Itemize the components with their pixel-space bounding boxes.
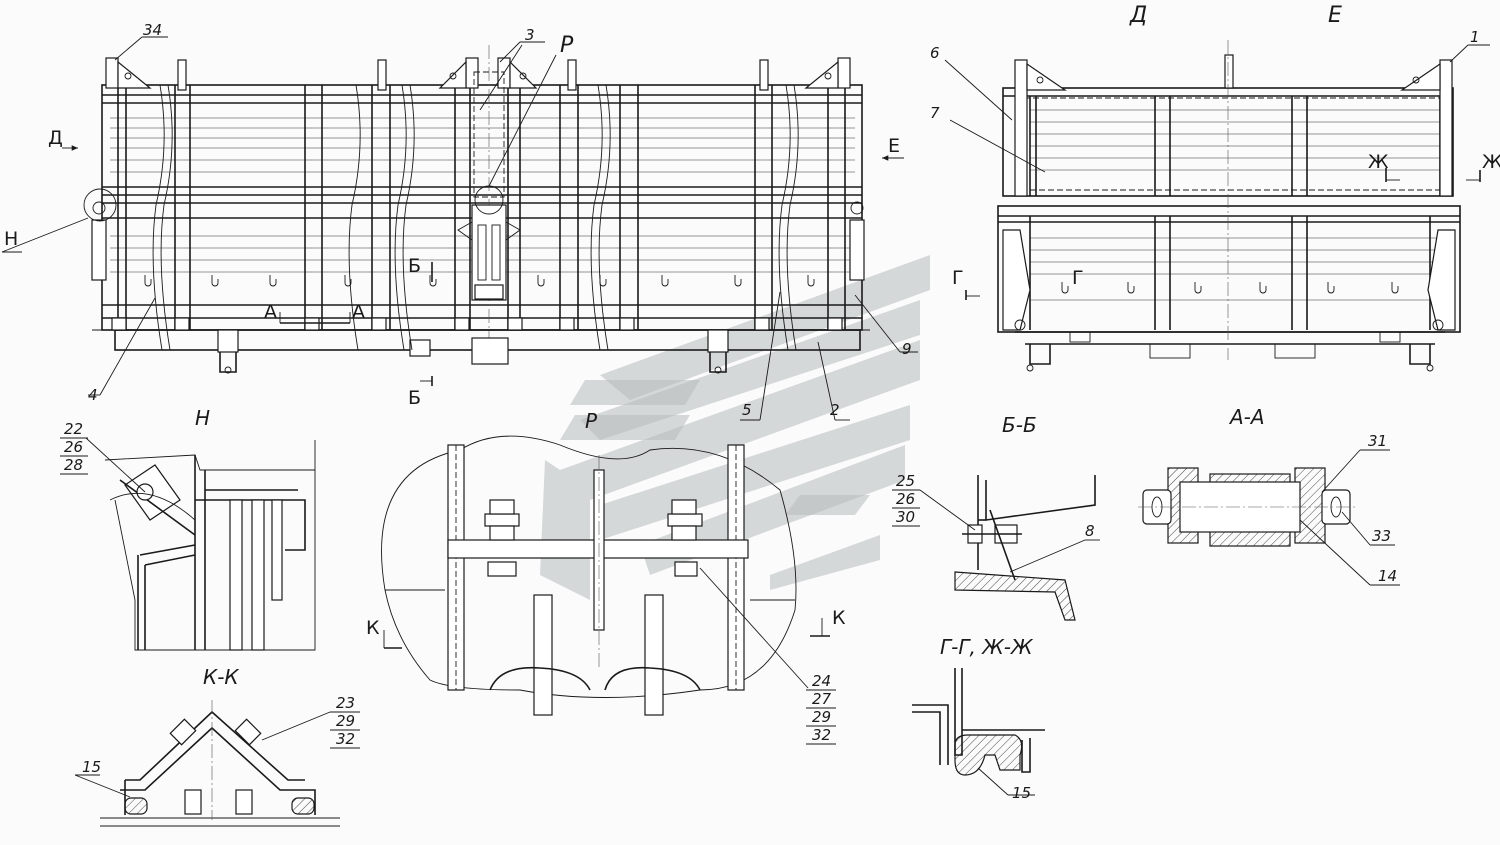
section-gg-title: Г-Г, Ж-Ж <box>940 635 1034 659</box>
callout-9: 9 <box>902 340 912 358</box>
section-bb-title: Б-Б <box>1002 413 1037 437</box>
callout-5: 5 <box>742 401 752 419</box>
detail-h-title: Н <box>195 406 210 430</box>
section-mark-a-left: А <box>264 301 277 323</box>
callout-15: 15 <box>82 758 101 776</box>
callout-32b: 32 <box>812 726 831 744</box>
end-view-label-d: Д <box>1129 3 1147 28</box>
end-view <box>965 40 1481 372</box>
callout-3: 3 <box>525 26 535 44</box>
view-arrow-e: Е <box>888 135 900 157</box>
section-aa <box>1138 449 1371 586</box>
section-mark-a-right: А <box>352 301 365 323</box>
section-mark-k-right: К <box>832 607 846 629</box>
callout-30: 30 <box>896 508 915 526</box>
section-kk-title: К-К <box>203 665 239 689</box>
callout-29b: 29 <box>812 708 831 726</box>
detail-h-marker: Н <box>4 228 18 250</box>
callout-31: 31 <box>1368 432 1387 450</box>
section-mark-zh-left: Ж <box>1368 151 1389 173</box>
callout-26b: 26 <box>896 490 915 508</box>
callout-1: 1 <box>1470 28 1480 46</box>
callout-27: 27 <box>812 690 832 708</box>
section-mark-g-left: Г <box>952 267 964 289</box>
section-mark-zh-right: Ж <box>1482 151 1500 173</box>
labels: 34 3 Р 1 6 7 Д Е Д Е Н А А Б Б Г Г Ж Ж 4… <box>4 3 1500 802</box>
section-mark-b-bottom: Б <box>408 387 421 409</box>
section-kk <box>74 700 340 827</box>
callout-14: 14 <box>1378 567 1397 585</box>
section-mark-b-top: Б <box>408 255 421 277</box>
callout-26: 26 <box>64 438 83 456</box>
callout-29: 29 <box>336 712 355 730</box>
section-bb <box>954 475 1096 621</box>
callout-2: 2 <box>830 401 840 419</box>
end-view-label-e: Е <box>1328 3 1342 28</box>
detail-p-marker: Р <box>560 33 574 58</box>
section-mark-g-right: Г <box>1072 267 1084 289</box>
callout-33: 33 <box>1372 527 1391 545</box>
callout-34: 34 <box>143 21 162 39</box>
callout-22: 22 <box>64 420 83 438</box>
detail-p-title: Р <box>585 409 598 433</box>
detail-h <box>104 440 316 651</box>
callout-24: 24 <box>812 672 831 690</box>
callout-6: 6 <box>930 44 940 62</box>
callout-8: 8 <box>1085 522 1095 540</box>
callout-28: 28 <box>64 456 83 474</box>
section-mark-k-left: К <box>366 617 380 639</box>
section-aa-title: А-А <box>1228 405 1265 429</box>
callout-4: 4 <box>88 386 98 404</box>
callout-25: 25 <box>896 472 915 490</box>
detail-p <box>381 435 830 716</box>
section-gg <box>912 668 1045 796</box>
view-arrow-d: Д <box>48 127 63 149</box>
leader-lines <box>60 36 1490 796</box>
callout-15b: 15 <box>1012 784 1031 802</box>
callout-23: 23 <box>336 694 355 712</box>
side-view <box>1 45 904 386</box>
callout-7: 7 <box>930 104 940 122</box>
callout-32: 32 <box>336 730 355 748</box>
